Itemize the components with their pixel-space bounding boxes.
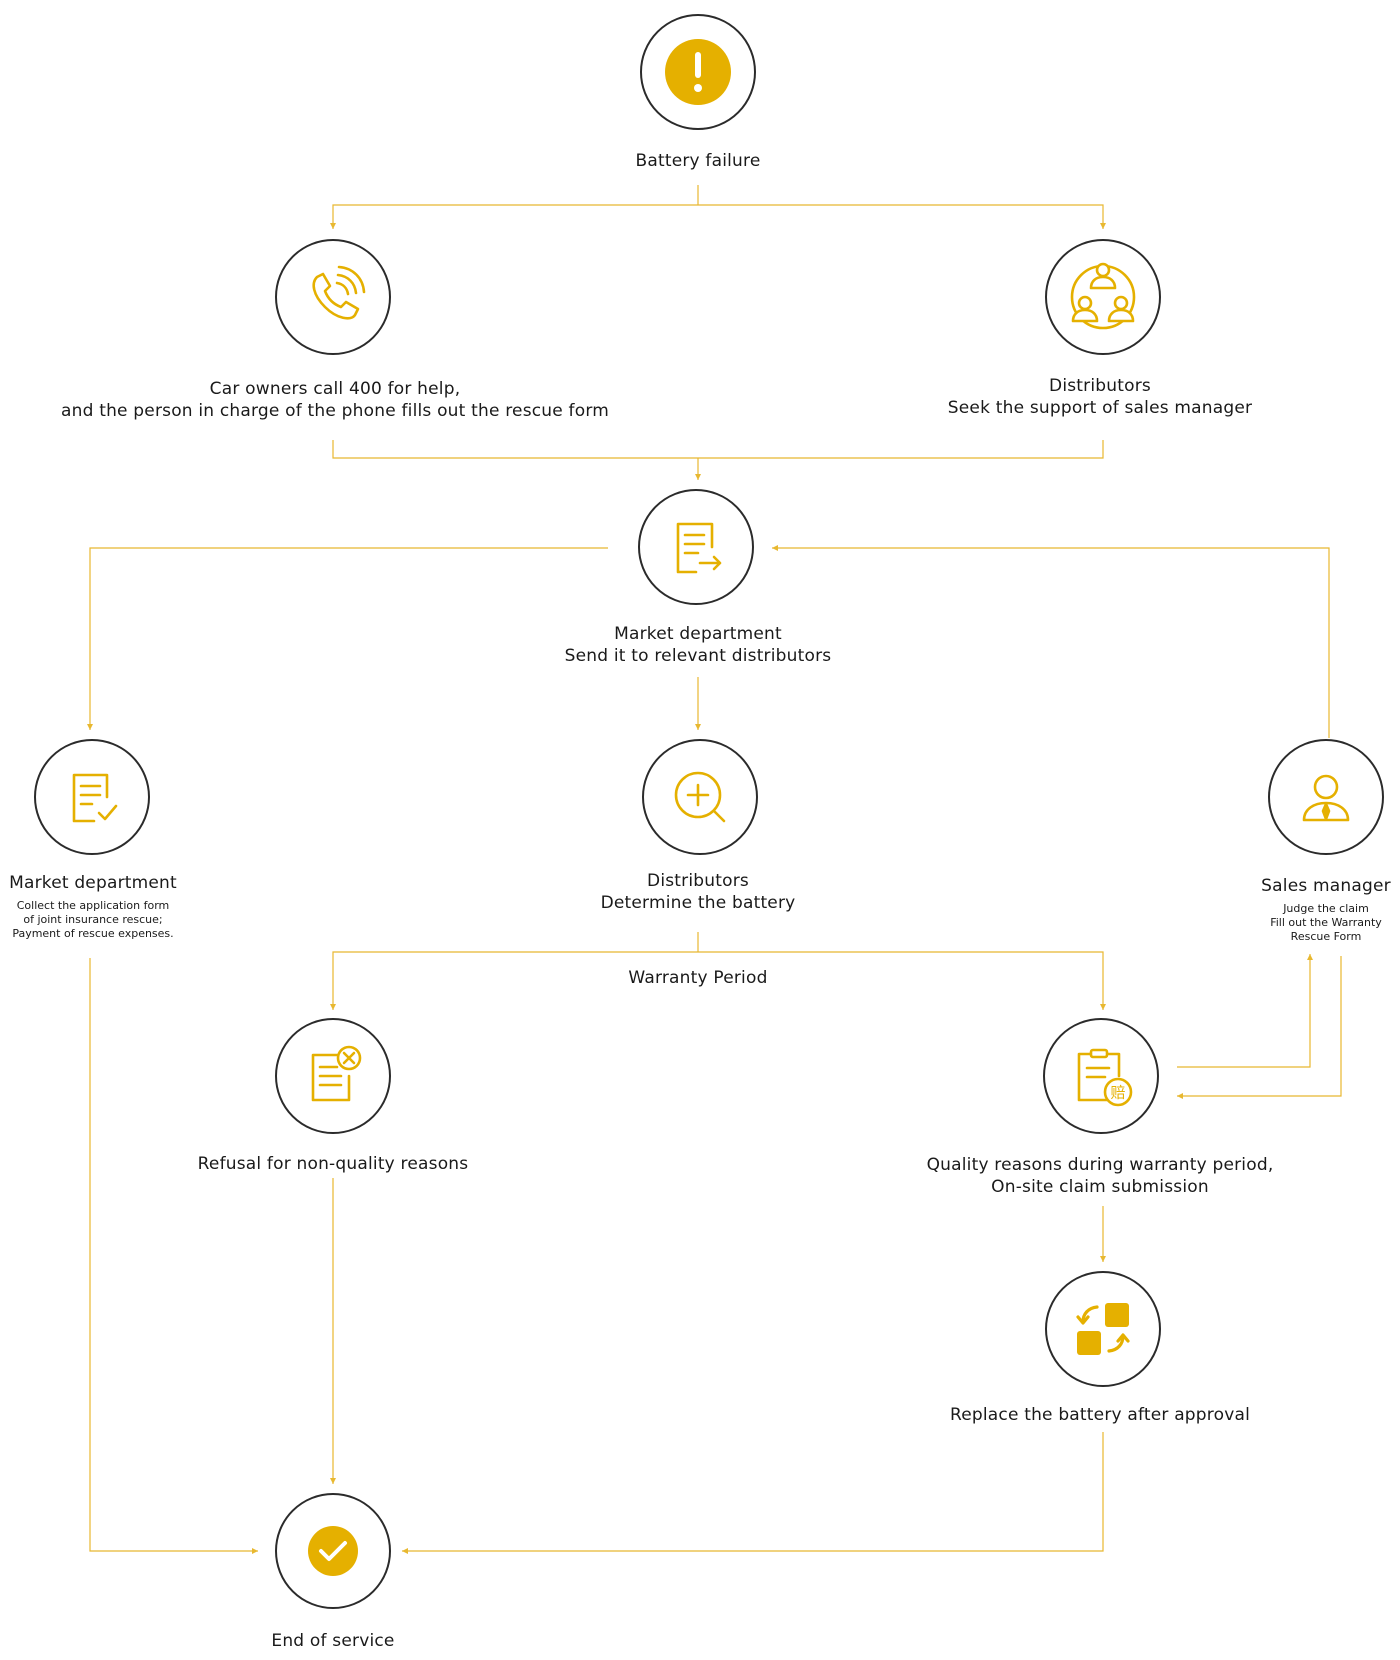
node-distributors-determine xyxy=(642,739,758,855)
connector-market-collect-to-end xyxy=(89,958,258,1554)
document-forward-icon xyxy=(676,522,722,574)
label-distributors-determine: Distributors Determine the battery xyxy=(498,870,898,914)
label-quality-reasons-line2: On-site claim submission xyxy=(991,1177,1209,1197)
manager-icon xyxy=(1302,774,1350,822)
label-market-collect-detail: Collect the application form of joint in… xyxy=(0,899,186,941)
label-car-owners-line2: and the person in charge of the phone fi… xyxy=(61,401,609,421)
magnify-plus-icon xyxy=(674,771,726,823)
label-battery-failure: Battery failure xyxy=(635,151,761,171)
label-quality-reasons: Quality reasons during warranty period, … xyxy=(890,1154,1310,1198)
label-car-owners: Car owners call 400 for help, and the pe… xyxy=(40,378,630,422)
node-sales-manager xyxy=(1268,739,1384,855)
label-sales-manager-title: Sales manager xyxy=(1261,876,1391,896)
connector-determine-to-refusal xyxy=(330,951,698,1010)
document-reject-icon xyxy=(311,1045,362,1102)
check-icon xyxy=(308,1526,358,1576)
connector-failure-to-distributors xyxy=(698,204,1106,229)
label-sales-manager-line1: Judge the claim xyxy=(1283,902,1369,915)
label-end-service: End of service xyxy=(271,1631,395,1651)
node-market-send xyxy=(638,489,754,605)
label-market-send: Market department Send it to relevant di… xyxy=(498,623,898,667)
label-market-collect-line1: Collect the application form xyxy=(16,899,170,912)
label-refusal: Refusal for non-quality reasons xyxy=(197,1154,469,1174)
connector-sales-manager-to-market-send xyxy=(772,545,1330,738)
label-replace-battery: Replace the battery after approval xyxy=(949,1405,1251,1425)
label-market-collect-title: Market department xyxy=(9,873,177,893)
connector-market-send-to-market-collect xyxy=(87,547,608,730)
phone-icon xyxy=(312,265,366,320)
node-distributors-support xyxy=(1045,239,1161,355)
label-car-owners-line1: Car owners call 400 for help, xyxy=(209,379,461,399)
label-market-send-line1: Market department xyxy=(614,624,782,644)
label-distributors-support: Distributors Seek the support of sales m… xyxy=(900,375,1300,419)
connector-replace-to-end xyxy=(402,1432,1104,1554)
connector-sales-manager-to-quality xyxy=(1177,956,1342,1099)
node-refusal xyxy=(275,1018,391,1134)
label-distributors-determine-line1: Distributors xyxy=(647,871,749,891)
label-sales-manager-line2: Fill out the Warranty xyxy=(1270,916,1382,929)
swap-blocks-icon xyxy=(1076,1303,1130,1355)
node-market-collect xyxy=(34,739,150,855)
label-warranty-period: Warranty Period xyxy=(628,968,768,988)
clipboard-claim-icon: 赔 xyxy=(1077,1048,1133,1107)
connector-determine-to-quality xyxy=(698,951,1106,1010)
label-distributors-support-line1: Distributors xyxy=(1049,376,1151,396)
label-market-collect-line3: Payment of rescue expenses. xyxy=(12,927,174,940)
label-market-collect-line2: of joint insurance rescue; xyxy=(23,913,163,926)
node-replace-battery xyxy=(1045,1271,1161,1387)
label-sales-manager-line3: Rescue Form xyxy=(1290,930,1362,943)
label-market-send-line2: Send it to relevant distributors xyxy=(564,646,832,666)
label-distributors-determine-line2: Determine the battery xyxy=(600,893,796,913)
node-quality-reasons: 赔 xyxy=(1043,1018,1159,1134)
label-distributors-support-line2: Seek the support of sales manager xyxy=(947,398,1253,418)
document-check-icon xyxy=(72,773,118,823)
connector-failure-to-car-owners xyxy=(330,204,698,229)
node-end-service xyxy=(275,1493,391,1609)
node-car-owners xyxy=(275,239,391,355)
label-quality-reasons-line1: Quality reasons during warranty period, xyxy=(926,1155,1274,1175)
exclamation-icon xyxy=(665,39,731,105)
claim-glyph: 赔 xyxy=(1110,1084,1125,1102)
team-icon xyxy=(1070,262,1136,330)
connector-quality-to-sales-manager xyxy=(1177,954,1313,1068)
connector-car-owners-merge xyxy=(332,440,1104,459)
label-sales-manager-detail: Judge the claim Fill out the Warranty Re… xyxy=(1236,902,1400,944)
node-battery-failure xyxy=(640,14,756,130)
